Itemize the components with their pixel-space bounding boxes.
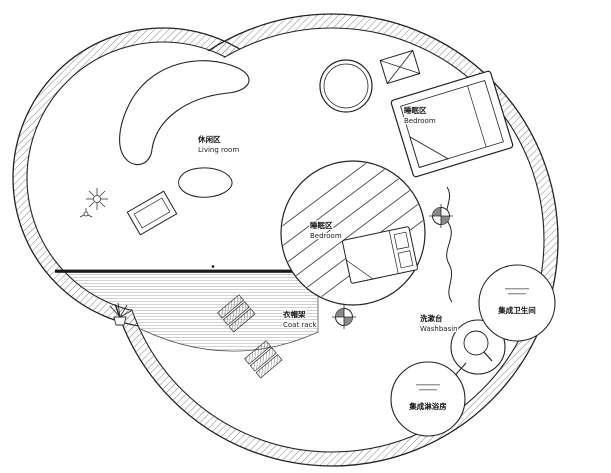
bedroom-top-label-zh: 睡眠区	[404, 105, 427, 115]
door-marker	[211, 265, 215, 268]
pod-dimension-note	[416, 384, 440, 386]
shower-pod: 集成淋浴房	[390, 361, 466, 437]
column-target-icon	[332, 305, 356, 329]
pod-dimension-note	[505, 288, 529, 290]
bedroom-top-label-en: Bedroom	[404, 117, 436, 125]
washbasin-label-en: Washbasin	[420, 325, 458, 333]
pouf-icon	[319, 59, 373, 113]
pod-dimension-note	[508, 293, 526, 295]
coffee-table-icon	[178, 167, 233, 198]
rug-icon	[126, 190, 178, 236]
bathroom-pod: 集成卫生间	[478, 264, 556, 342]
bedroom-center-label-en: Bedroom	[310, 232, 342, 240]
living-room-label-zh: 休闲区	[197, 134, 221, 144]
bathroom-pod-label: 集成卫生间	[497, 305, 536, 315]
area-labels: 休闲区 Living room 睡眠区 Bedroom 睡眠区 Bedroom …	[196, 104, 459, 335]
plant-icon	[109, 302, 132, 326]
bed-icon	[390, 70, 514, 178]
coat-rack-icon	[244, 340, 283, 379]
column-target-icon	[429, 204, 453, 228]
curtain-wave-icon	[445, 186, 453, 303]
bed-icon	[342, 226, 418, 284]
coat-rack-label-zh: 衣帽架	[283, 309, 306, 319]
pod-dimension-note	[419, 389, 437, 391]
shower-pod-label: 集成淋浴房	[408, 401, 447, 411]
washbasin-label-zh: 洗漱台	[420, 313, 443, 323]
coat-rack-icon	[217, 294, 256, 333]
living-room-label-en: Living room	[198, 146, 239, 154]
sofa-icon	[119, 60, 250, 166]
partition-wall	[55, 269, 317, 273]
washbasin-icon	[450, 319, 506, 375]
bedroom-center-label-zh: 睡眠区	[310, 220, 333, 230]
plant-icon	[79, 188, 108, 218]
skylight-x-icon	[379, 49, 421, 85]
coat-rack-label-en: Coat rack	[283, 321, 317, 329]
